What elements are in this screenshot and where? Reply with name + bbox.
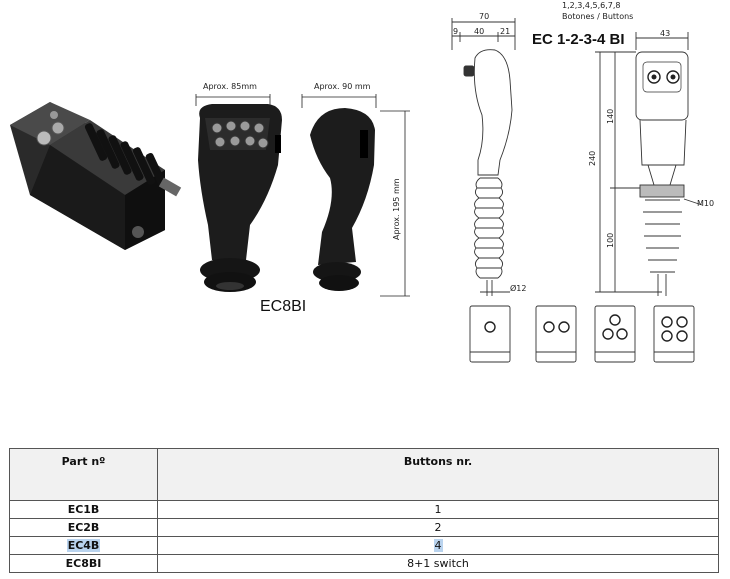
dim-40-label: 40 xyxy=(474,27,485,36)
product-photos xyxy=(10,94,410,297)
drawing-title: EC 1-2-3-4 BI xyxy=(532,31,625,48)
dim-240-label: 240 xyxy=(588,150,597,166)
controller-box-photo xyxy=(10,102,182,250)
buttons-cell: 2 xyxy=(157,518,719,537)
part-cell: EC2B xyxy=(9,518,158,537)
dim-m10-label: M10 xyxy=(697,199,715,208)
table-row: EC8BI 8+1 switch xyxy=(9,554,719,573)
dim-width-90-label: Aprox. 90 mm xyxy=(314,82,371,91)
buttons-cell: 8+1 switch xyxy=(157,554,719,573)
photo-dimension-lines xyxy=(195,94,410,297)
table-row: EC2B 2 xyxy=(9,518,719,537)
grip-front-photo xyxy=(198,104,282,292)
header-buttons-number: Buttons nr. xyxy=(157,448,719,501)
buttons-text-label: Botones / Buttons xyxy=(562,12,634,21)
dim-70-label: 70 xyxy=(479,12,490,21)
dim-height-195-label: Aprox. 195 mm xyxy=(392,178,401,240)
technical-drawing xyxy=(451,18,703,363)
buttons-cell-selected-text: 4 xyxy=(433,539,443,552)
table-header-row: Part nº Buttons nr. xyxy=(9,448,719,501)
part-cell: EC1B xyxy=(9,500,158,519)
part-cell: EC4B xyxy=(9,536,158,555)
buttons-count-label: 1,2,3,4,5,6,7,8 xyxy=(562,1,621,10)
buttons-cell: 1 xyxy=(157,500,719,519)
part-cell: EC8BI xyxy=(9,554,158,573)
dim-140-label: 140 xyxy=(606,108,615,124)
dim-43-label: 43 xyxy=(660,29,671,38)
table-row: EC1B 1 xyxy=(9,500,719,519)
dim-d12-label: Ø12 xyxy=(510,284,527,293)
part-cell-selected-text: EC4B xyxy=(66,539,101,552)
dim-100-label: 100 xyxy=(606,232,615,248)
dim-width-85-label: Aprox. 85mm xyxy=(203,82,257,91)
parts-table: Part nº Buttons nr. EC1B 1 EC2B 2 EC4B 4… xyxy=(9,448,719,573)
dim-21-label: 21 xyxy=(500,27,511,36)
dim-9-label: 9 xyxy=(453,27,459,36)
buttons-cell: 4 xyxy=(157,536,719,555)
grip-side-photo xyxy=(310,108,375,291)
photo-model-label: EC8BI xyxy=(260,298,307,315)
table-row-selected: EC4B 4 xyxy=(9,536,719,555)
header-part-number: Part nº xyxy=(9,448,158,501)
